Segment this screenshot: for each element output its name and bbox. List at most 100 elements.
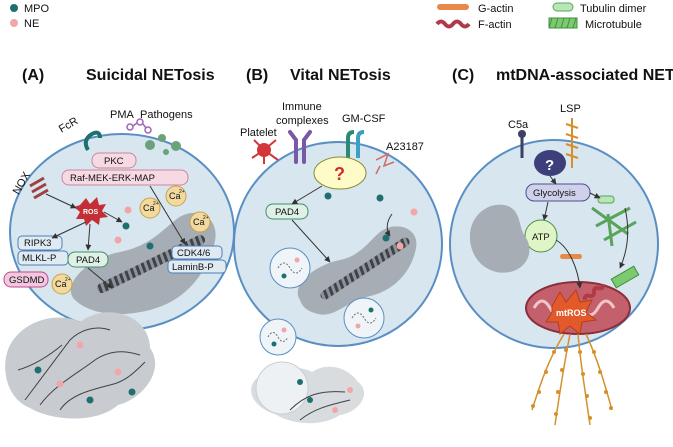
glycolysis-label: Glycolysis xyxy=(533,188,576,199)
immune-complexes-label-2: complexes xyxy=(276,115,329,127)
svg-text:2+: 2+ xyxy=(203,215,209,221)
ripk3-box xyxy=(17,235,63,251)
ripk3-label: RIPK3 xyxy=(24,238,51,249)
ne-legend-dot xyxy=(10,19,18,27)
mpo-granule xyxy=(146,242,154,250)
gsdmd-box xyxy=(3,271,49,288)
panel-b-vesicle-3 xyxy=(259,318,297,356)
panel-b-pad4-label: PAD4 xyxy=(275,207,299,218)
a23187-ionophore-icon xyxy=(375,152,395,175)
panel-b-cell xyxy=(233,141,443,347)
ne-granule xyxy=(347,387,353,393)
panel-a-pad4-label: PAD4 xyxy=(76,255,100,266)
immune-complexes-label-1: Immune xyxy=(282,101,322,113)
f-actin-legend-label: F-actin xyxy=(478,19,512,31)
panel-b-net-fibers xyxy=(289,391,351,421)
ne-granule xyxy=(410,208,418,216)
gsdmd-label: GSDMD xyxy=(9,275,45,286)
raf-mek-erk-map-label: Raf-MEK-ERK-MAP xyxy=(70,173,155,184)
mlkl-p-label: MLKL-P xyxy=(22,253,56,264)
ne-granule xyxy=(76,341,84,349)
panel-c-question-mark: ? xyxy=(545,157,554,174)
nox-complex-icon xyxy=(29,176,49,200)
cdk46-box xyxy=(171,245,223,260)
mtdna-beads xyxy=(531,348,613,420)
c5a-label: C5a xyxy=(508,119,529,131)
raf-mek-erk-map-box xyxy=(61,169,189,186)
ne-granule xyxy=(396,242,404,250)
a23187-label: A23187 xyxy=(386,141,424,153)
ne-granule xyxy=(114,368,122,376)
mpo-legend-label: MPO xyxy=(24,3,50,15)
mtros-label: mtROS xyxy=(556,308,587,318)
pathogen-icon xyxy=(145,134,181,155)
mpo-granule xyxy=(297,379,303,385)
mpo-granule xyxy=(307,397,313,403)
svg-text:Ca: Ca xyxy=(193,217,205,227)
laminb-p-box xyxy=(167,259,227,274)
calcium-ion-3: Ca 2+ xyxy=(189,211,211,233)
ne-granule xyxy=(56,380,64,388)
mpo-granule xyxy=(86,396,94,404)
atp-node xyxy=(524,219,558,253)
svg-text:2+: 2+ xyxy=(153,201,159,207)
svg-text:Ca: Ca xyxy=(169,191,181,201)
microtubule-legend-label: Microtubule xyxy=(585,19,642,31)
platelet-icon xyxy=(251,139,279,164)
calcium-ion-4: Ca 2+ xyxy=(51,273,73,295)
panel-b-pad4-box xyxy=(265,203,309,220)
svg-text:Ca: Ca xyxy=(143,203,155,213)
panel-a-pad4-box xyxy=(67,251,109,268)
mtros-burst-icon xyxy=(545,288,598,335)
panel-b-released-vesicle xyxy=(255,361,309,415)
panel-c-nucleus xyxy=(469,204,530,273)
panel-c-letter: (C) xyxy=(452,67,474,84)
panel-a-extracellular-net xyxy=(5,312,156,419)
panel-b-title: Vital NETosis xyxy=(290,67,391,84)
ne-granule xyxy=(114,236,122,244)
mpo-legend-dot xyxy=(10,4,18,12)
microtubule-network-icon xyxy=(591,206,637,247)
immune-complex-receptor-icon xyxy=(288,130,312,164)
ne-legend-label: NE xyxy=(24,18,39,30)
calcium-ion-2: Ca 2+ xyxy=(165,185,187,207)
ne-granule xyxy=(124,206,132,214)
tubulin-dimer-icon xyxy=(597,195,615,204)
calcium-ion-1: Ca 2+ xyxy=(139,197,161,219)
gm-csf-label: GM-CSF xyxy=(342,113,386,125)
svg-text:2+: 2+ xyxy=(65,277,71,283)
panel-c-unknown-mechanism xyxy=(534,150,566,176)
panel-b-vesicle-2 xyxy=(343,297,385,339)
ne-granule xyxy=(332,407,338,413)
fcr-label: FcR xyxy=(57,115,81,136)
platelet-label: Platelet xyxy=(240,127,277,139)
panel-b-chromatin xyxy=(320,237,410,300)
panel-a-title: Suicidal NETosis xyxy=(86,67,215,84)
pathogens-label: Pathogens xyxy=(140,109,193,121)
mpo-granule xyxy=(128,388,136,396)
panel-b-vital-netosis: (B) Vital NETosis Platelet Immune comple… xyxy=(233,67,443,424)
tubulin-dimer-legend-icon xyxy=(552,2,574,12)
panel-b-vesicle-1 xyxy=(269,247,311,289)
panel-a-net-fibers xyxy=(17,327,146,411)
panel-a-letter: (A) xyxy=(22,67,44,84)
panel-b-unknown-mechanism xyxy=(313,156,367,190)
panel-b-arrows xyxy=(291,185,393,263)
panel-a-arrows xyxy=(45,185,186,289)
lsp-label: LSP xyxy=(560,103,581,115)
panel-c-title: mtDNA-associated NETs xyxy=(496,67,673,84)
mpo-granule xyxy=(34,366,42,374)
mpo-granule xyxy=(324,192,332,200)
panel-a-suicidal-netosis: (A) Suicidal NETosis FcR PMA Pathogens N… xyxy=(3,67,235,419)
legend: MPO NE G-actin F-actin Tubulin dimer Mic… xyxy=(10,2,647,31)
f-actin-icon xyxy=(582,284,606,300)
g-actin-legend-label: G-actin xyxy=(478,3,513,15)
fcr-receptor-icon xyxy=(83,130,102,152)
mpo-granule xyxy=(382,234,390,242)
pma-molecule-icon xyxy=(126,118,152,134)
microtubule-bundle-icon xyxy=(610,265,640,289)
tubulin-dimer-legend-label: Tubulin dimer xyxy=(580,3,647,15)
panel-c-mtdna-nets: (C) mtDNA-associated NETs C5a LSP ? Glyc… xyxy=(449,67,673,426)
cdk46-label: CDK4/6 xyxy=(177,248,210,259)
